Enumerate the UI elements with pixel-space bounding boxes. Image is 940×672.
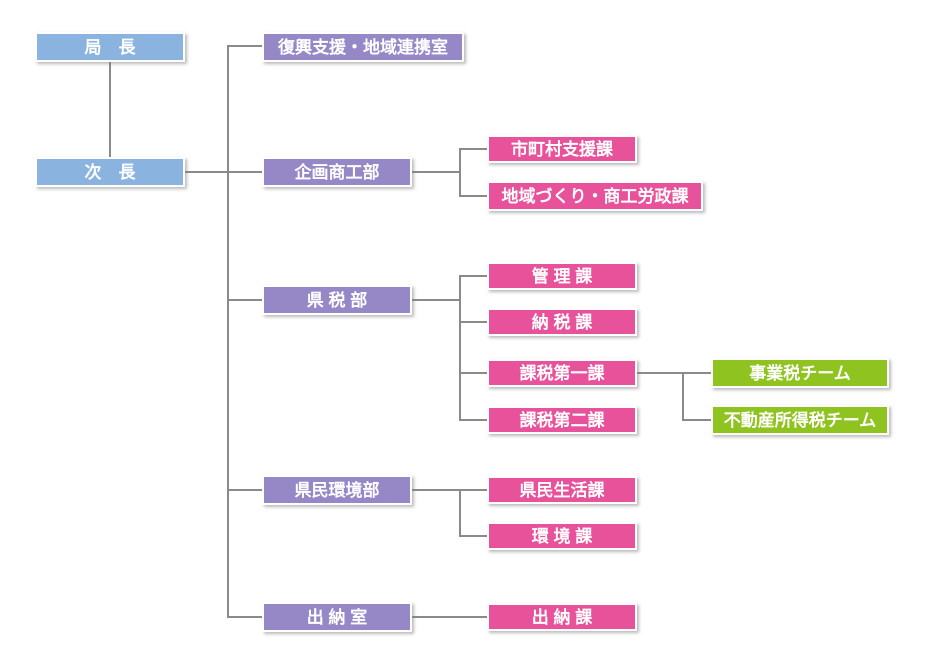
node-treasury-office: 出 納 室 [262, 602, 412, 632]
node-citizens-environment-dept: 県民環境部 [262, 475, 412, 505]
connector-stub-management [459, 275, 487, 277]
node-director-general: 局 長 [35, 32, 185, 62]
connector-deputy-planning [185, 171, 262, 173]
connector-planning-bracket-vertical [459, 148, 461, 197]
connector-tax-dept-bracket [412, 299, 460, 301]
connector-director-deputy [109, 62, 111, 157]
node-environment-division: 環 境 課 [487, 522, 637, 550]
connector-stub-real-estate-team [682, 419, 711, 421]
connector-trunk-environment-dept [227, 489, 262, 491]
connector-tax-bracket-vertical [459, 275, 461, 421]
connector-planning-bracket [412, 171, 460, 173]
connector-stub-taxation-second [459, 419, 487, 421]
node-citizens-life-division: 県民生活課 [487, 476, 637, 504]
connector-stub-tax-payment [459, 321, 487, 323]
node-tax-payment-division: 納 税 課 [487, 308, 637, 336]
connector-trunk-reconstruction [227, 45, 262, 47]
connector-trunk-treasury-office [227, 616, 262, 618]
connector-stub-taxation-first [459, 372, 487, 374]
node-taxation-first-division: 課税第一課 [487, 359, 637, 387]
node-prefectural-tax-dept: 県 税 部 [262, 285, 412, 315]
node-treasury-division: 出 納 課 [487, 603, 637, 631]
node-taxation-second-division: 課税第二課 [487, 406, 637, 434]
connector-stub-environment-division [459, 535, 487, 537]
connector-taxation-first-teams [637, 372, 711, 374]
node-municipal-support-division: 市町村支援課 [487, 135, 637, 163]
connector-environment-dept-bracket [412, 489, 460, 491]
connector-trunk [227, 45, 229, 618]
node-management-division: 管 理 課 [487, 262, 637, 290]
connector-stub-municipal-support [459, 148, 487, 150]
node-reconstruction-support-office: 復興支援・地域連携室 [262, 32, 464, 62]
node-planning-commerce-dept: 企画商工部 [262, 157, 412, 187]
node-real-estate-income-tax-team: 不動産所得税チーム [711, 405, 889, 435]
node-deputy-director: 次 長 [35, 157, 185, 187]
connector-teams-bracket-vertical [682, 372, 684, 421]
node-business-tax-team: 事業税チーム [711, 358, 889, 388]
connector-treasury-office-division [412, 616, 487, 618]
connector-trunk-tax-dept [227, 299, 262, 301]
connector-stub-citizens-life [459, 489, 487, 491]
node-community-commerce-labor-division: 地域づくり・商工労政課 [487, 181, 703, 211]
connector-stub-community-commerce [459, 195, 487, 197]
connector-environment-bracket-vertical [459, 489, 461, 537]
